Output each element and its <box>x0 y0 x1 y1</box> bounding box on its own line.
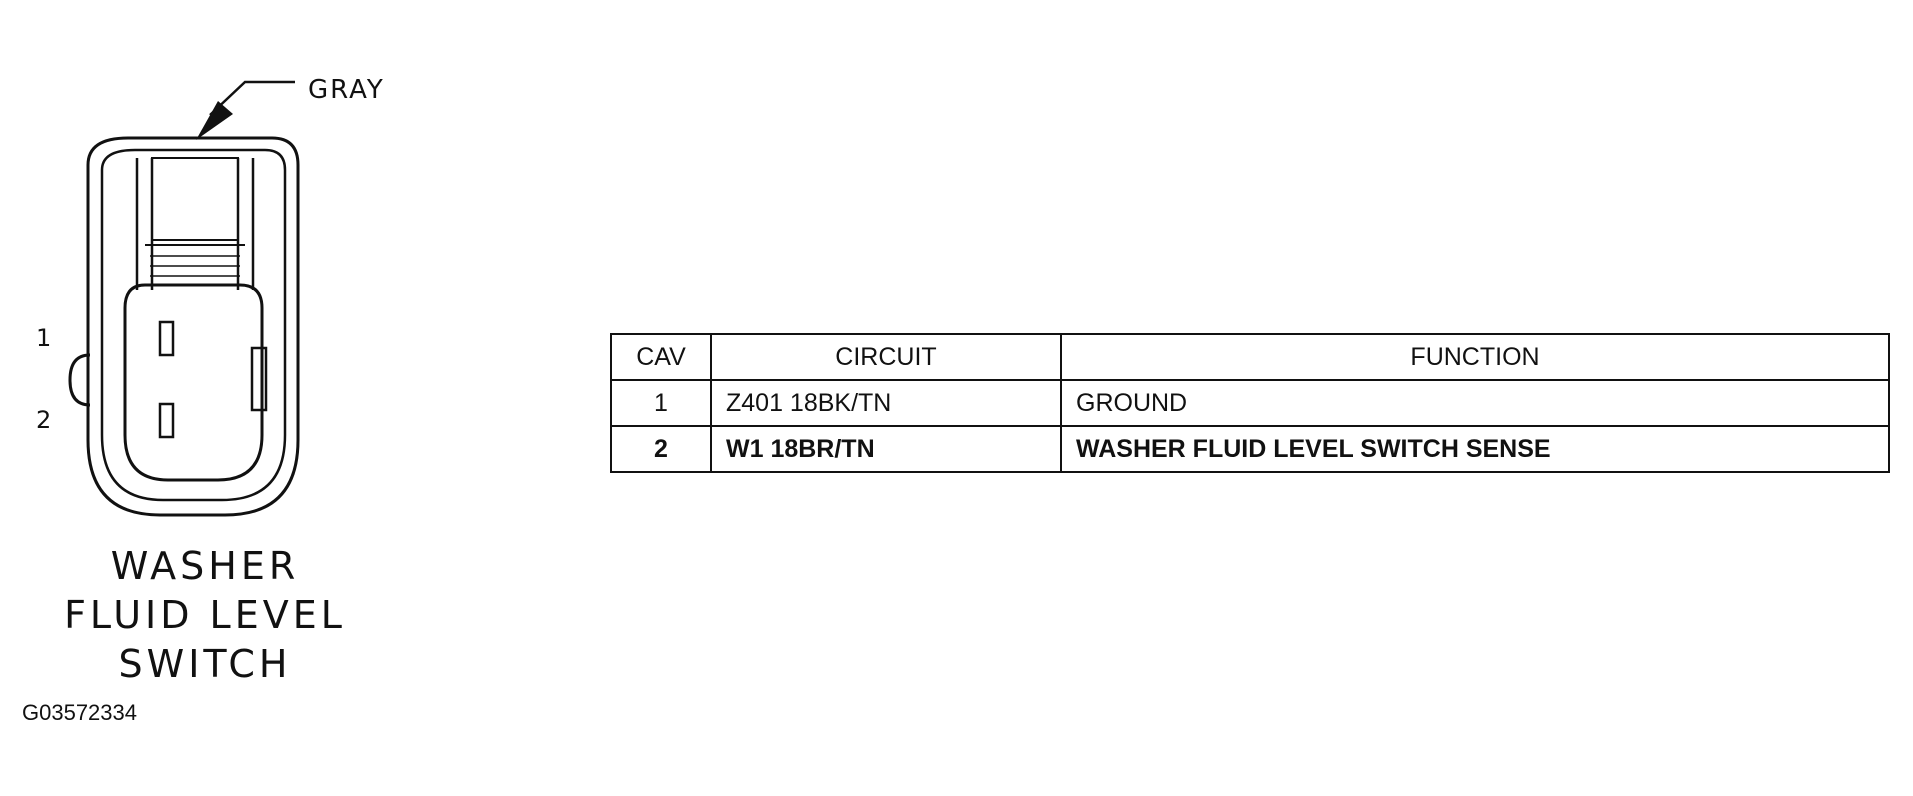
table-row: 2 W1 18BR/TN WASHER FLUID LEVEL SWITCH S… <box>610 425 1890 473</box>
header-circuit: CIRCUIT <box>710 333 1062 381</box>
table-header-row: CAV CIRCUIT FUNCTION <box>610 333 1890 381</box>
color-leader-arrowhead <box>196 101 233 140</box>
pin-2-slot <box>158 402 175 439</box>
header-function: FUNCTION <box>1060 333 1890 381</box>
connector-diagram: GRAY 1 2 <box>36 75 385 517</box>
cell-circuit: W1 18BR/TN <box>710 425 1062 473</box>
header-cav: CAV <box>610 333 712 381</box>
figure-code: G03572334 <box>22 700 137 725</box>
pinout-table: CAV CIRCUIT FUNCTION 1 Z401 18BK/TN GROU… <box>610 333 1890 473</box>
cell-circuit: Z401 18BK/TN <box>710 379 1062 427</box>
connector-color-label: GRAY <box>308 75 385 105</box>
polarization-key <box>250 346 268 412</box>
color-leader-line <box>209 80 295 116</box>
connector-caption-line-3: SWITCH <box>118 642 292 686</box>
terminal-cavity <box>123 283 264 482</box>
pin-label-2: 2 <box>36 406 51 434</box>
cell-cav: 1 <box>610 379 712 427</box>
table-row: 1 Z401 18BK/TN GROUND <box>610 379 1890 427</box>
connector-caption-line-1: WASHER <box>110 544 300 588</box>
cell-function: GROUND <box>1060 379 1890 427</box>
cell-function: WASHER FLUID LEVEL SWITCH SENSE <box>1060 425 1890 473</box>
connector-inner-housing <box>100 148 287 502</box>
latch-body <box>151 157 239 241</box>
connector-mounting-tab <box>68 353 91 407</box>
pin-1-slot <box>158 320 175 357</box>
connector-caption-line-2: FLUID LEVEL <box>64 593 346 637</box>
pin-label-1: 1 <box>36 324 51 352</box>
connector-outer-housing <box>86 136 300 517</box>
cell-cav: 2 <box>610 425 712 473</box>
